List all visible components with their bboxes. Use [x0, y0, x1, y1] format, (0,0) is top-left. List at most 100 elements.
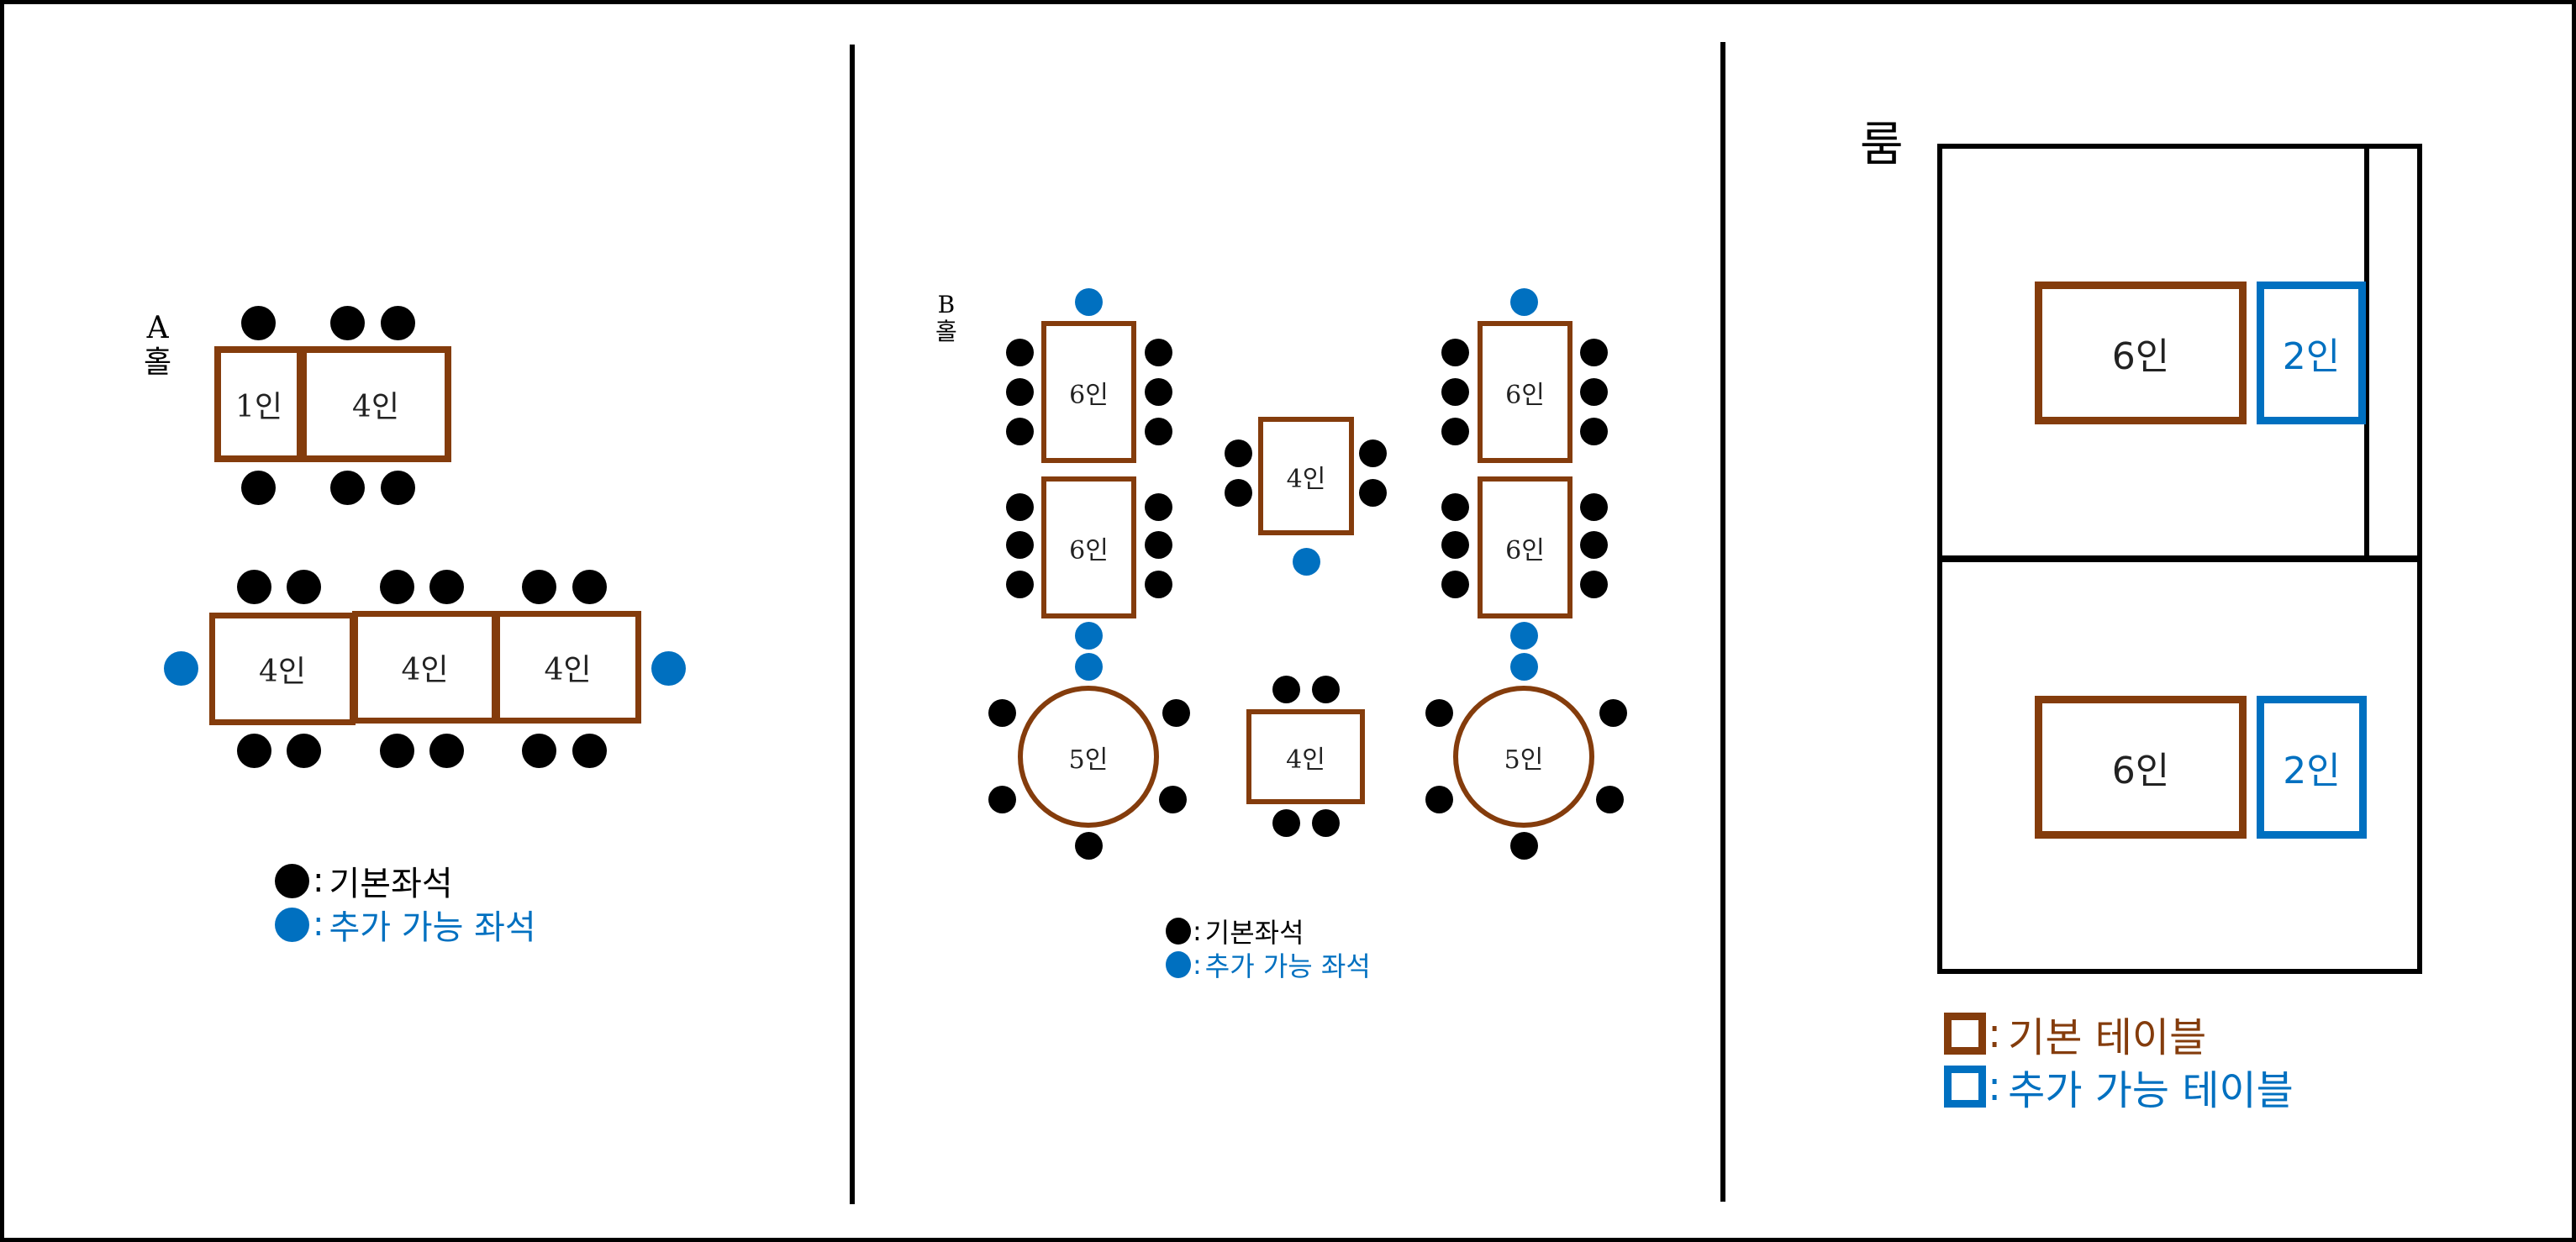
extra-table-icon — [1944, 1066, 1986, 1108]
extra-seat-icon — [1074, 652, 1103, 681]
basic-seat-icon — [1358, 478, 1387, 507]
basic-seat-icon — [1441, 417, 1469, 445]
basic-seat-icon — [1441, 338, 1469, 366]
basic-seat-icon — [1005, 338, 1034, 366]
basic-seat-icon — [1441, 570, 1469, 598]
basic-seat-icon — [1074, 831, 1103, 860]
a-legend-extra-seat: : 추가 가능 좌석 — [275, 900, 536, 949]
room-legend-extra-table-label: 추가 가능 테이블 — [2008, 1067, 2294, 1114]
b-legend-basic-seat: : 기본좌석 — [1166, 912, 1304, 950]
table-a4: 4인 — [352, 611, 498, 724]
basic-seat-icon — [380, 305, 415, 340]
basic-seat-icon — [1599, 698, 1627, 727]
basic-seat-icon — [572, 733, 607, 768]
basic-seat-icon — [521, 733, 556, 768]
table-capacity-label: 4인 — [401, 653, 449, 687]
basic-seat-icon — [1579, 417, 1608, 445]
table-b7: 4인 — [1246, 709, 1365, 804]
basic-seat-icon — [1441, 492, 1469, 521]
basic-seat-icon — [275, 863, 309, 898]
table-r3: 6인 — [2035, 696, 2247, 839]
basic-seat-icon — [1595, 785, 1624, 813]
basic-seat-icon — [236, 569, 271, 604]
table-capacity-label: 4인 — [1286, 464, 1326, 494]
basic-seat-icon — [1579, 492, 1608, 521]
extra-seat-icon — [275, 907, 309, 942]
basic-seat-icon — [1224, 439, 1252, 467]
basic-seat-icon — [1144, 492, 1172, 521]
extra-seat-icon — [1509, 652, 1538, 681]
table-a2: 4인 — [300, 346, 451, 462]
table-capacity-label: 1인 — [234, 390, 283, 424]
basic-seat-icon — [1144, 530, 1172, 559]
section-divider-a-b — [850, 45, 855, 1204]
basic-seat-icon — [1441, 530, 1469, 559]
basic-seat-icon — [1579, 570, 1608, 598]
basic-seat-icon — [1005, 377, 1034, 406]
basic-seat-icon — [240, 470, 276, 505]
basic-seat-icon — [1579, 338, 1608, 366]
table-a3: 4인 — [209, 613, 356, 725]
basic-seat-icon — [1144, 338, 1172, 366]
b-hall-label: B 홀 — [935, 291, 957, 345]
basic-seat-icon — [1144, 377, 1172, 406]
basic-seat-icon — [240, 305, 276, 340]
extra-seat-icon — [163, 650, 198, 686]
b-legend-basic-seat-label: 기본좌석 — [1204, 917, 1304, 949]
table-a1: 1인 — [214, 346, 303, 462]
extra-seat-icon — [1509, 287, 1538, 316]
a-legend-basic-seat: : 기본좌석 — [275, 856, 453, 905]
table-capacity-label: 6인 — [1505, 380, 1545, 410]
basic-seat-icon — [236, 733, 271, 768]
basic-seat-icon — [379, 569, 414, 604]
basic-seat-icon — [379, 733, 414, 768]
a-legend-basic-seat-label: 기본좌석 — [329, 865, 453, 903]
basic-seat-icon — [1272, 675, 1300, 703]
room-legend-basic-table-label: 기본 테이블 — [2008, 1014, 2207, 1061]
b-legend-extra-seat: : 추가 가능 좌석 — [1166, 945, 1371, 984]
basic-seat-icon — [1579, 377, 1608, 406]
basic-table-icon — [1944, 1013, 1986, 1055]
table-capacity-label: 2인 — [2282, 335, 2341, 378]
basic-seat-icon — [521, 569, 556, 604]
table-b3: 4인 — [1258, 417, 1354, 535]
basic-seat-icon — [1005, 570, 1034, 598]
basic-seat-icon — [1311, 675, 1340, 703]
table-b1: 6인 — [1041, 321, 1136, 463]
extra-seat-icon — [1166, 951, 1191, 978]
table-capacity-label: 4인 — [544, 653, 592, 687]
basic-seat-icon — [1144, 417, 1172, 445]
a-hall-label: A 홀 — [144, 311, 171, 381]
table-b5: 6인 — [1478, 476, 1572, 618]
a-legend-extra-seat-label: 추가 가능 좌석 — [329, 908, 536, 947]
table-b8: 5인 — [1453, 686, 1594, 828]
table-capacity-label: 6인 — [1069, 535, 1109, 566]
basic-seat-icon — [988, 785, 1016, 813]
room-legend-basic-table: : 기본 테이블 — [1944, 1004, 2206, 1063]
basic-seat-icon — [1441, 377, 1469, 406]
basic-seat-icon — [1224, 478, 1252, 507]
room-vertical-partition — [2364, 144, 2369, 559]
table-b4: 6인 — [1478, 321, 1572, 463]
basic-seat-icon — [1005, 530, 1034, 559]
room-label: 룸 — [1860, 118, 1904, 172]
table-capacity-label: 6인 — [2111, 750, 2170, 792]
table-b6: 5인 — [1018, 686, 1159, 828]
basic-seat-icon — [1166, 918, 1191, 945]
extra-seat-icon — [1074, 287, 1103, 316]
basic-seat-icon — [429, 569, 464, 604]
table-capacity-label: 5인 — [1068, 745, 1109, 775]
table-b2: 6인 — [1041, 476, 1136, 618]
extra-table-r4: 2인 — [2257, 696, 2367, 839]
basic-seat-icon — [1311, 808, 1340, 837]
basic-seat-icon — [1162, 698, 1190, 727]
basic-seat-icon — [1358, 439, 1387, 467]
basic-seat-icon — [1509, 831, 1538, 860]
table-capacity-label: 4인 — [258, 655, 307, 689]
basic-seat-icon — [1425, 785, 1453, 813]
table-capacity-label: 6인 — [1069, 380, 1109, 410]
basic-seat-icon — [1272, 808, 1300, 837]
basic-seat-icon — [1579, 530, 1608, 559]
b-legend-extra-seat-label: 추가 가능 좌석 — [1204, 950, 1371, 982]
